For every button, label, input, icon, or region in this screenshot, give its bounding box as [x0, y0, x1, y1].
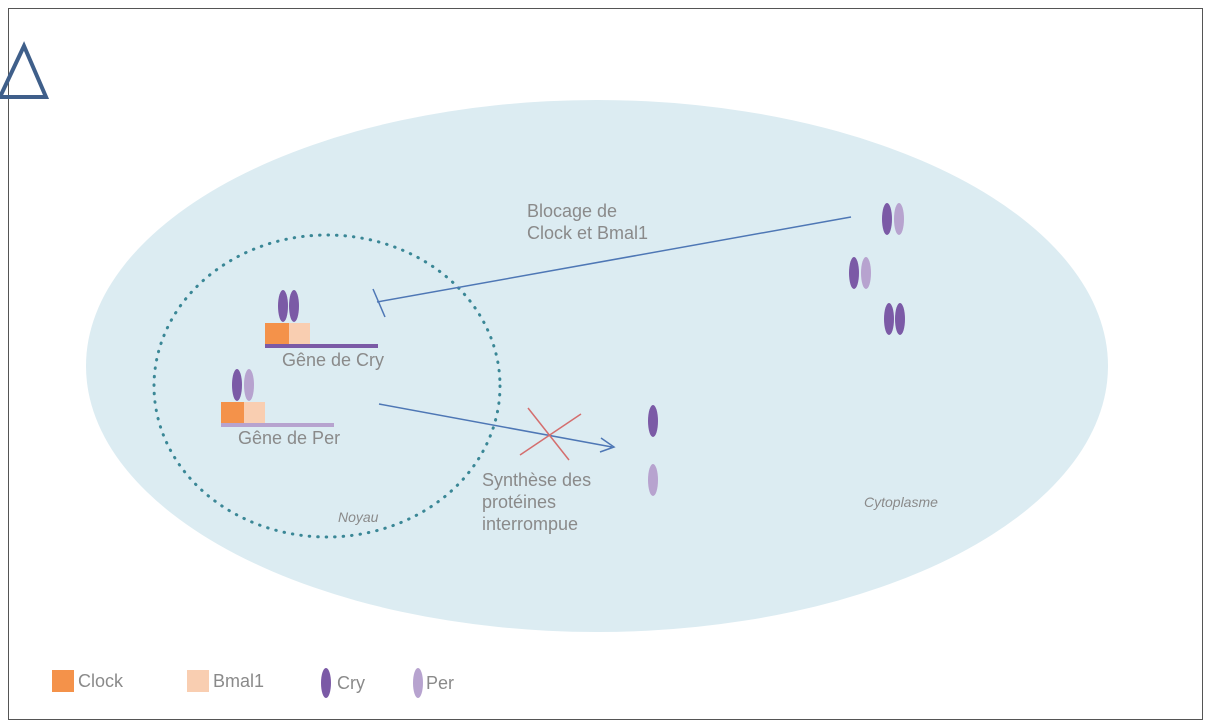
- free-cry-protein: [648, 405, 658, 437]
- cytoplasm-cry-protein-2: [849, 257, 859, 289]
- interruption-cross-line-2: [519, 413, 582, 456]
- inhibition-bar: [372, 288, 386, 318]
- synthesis-arrow-head: [599, 437, 616, 453]
- cry-gene-clock-block: [265, 323, 289, 345]
- warning-triangle-icon: [0, 41, 50, 99]
- synthesis-arrow-line: [378, 403, 613, 448]
- per-gene-clock-block: [221, 402, 244, 424]
- synthesis-interrupted-label: Synthèse des protéines interrompue: [482, 470, 592, 534]
- cry-gene-bound-cry-protein: [278, 290, 288, 322]
- per-gene-bound-per-protein: [244, 369, 254, 401]
- cytoplasm-per-protein-1: [894, 203, 904, 235]
- per-gene-bound-cry-protein: [232, 369, 242, 401]
- cry-gene-bmal1-block: [289, 323, 310, 345]
- cytoplasm-label: Cytoplasme: [864, 494, 938, 510]
- interruption-cross-line-1: [527, 407, 570, 461]
- free-per-protein: [648, 464, 658, 496]
- legend-bmal1-label: Bmal1: [213, 670, 265, 691]
- legend-cry: Cry: [321, 668, 365, 698]
- legend-per: Per: [413, 668, 454, 698]
- cytoplasm-cry-protein-3: [884, 303, 894, 335]
- cry-oval-icon: [321, 668, 331, 698]
- legend-per-label: Per: [426, 672, 455, 693]
- nucleus-boundary: [152, 233, 502, 539]
- gene-per-label: Gêne de Per: [238, 428, 341, 448]
- per-gene-bmal1-block: [244, 402, 265, 424]
- clock-swatch-icon: [52, 670, 74, 692]
- legend-clock-label: Clock: [78, 670, 124, 691]
- cytoplasm-cry-protein-4: [895, 303, 905, 335]
- nucleus-label: Noyau: [338, 509, 379, 525]
- blocking-label: Blocage de Clock et Bmal1: [527, 201, 649, 243]
- gene-cry-label: Gêne de Cry: [282, 350, 385, 370]
- bmal1-swatch-icon: [187, 670, 209, 692]
- legend-clock: Clock: [52, 670, 123, 692]
- cell-ellipse: [86, 100, 1108, 632]
- legend-cry-label: Cry: [337, 672, 365, 693]
- cytoplasm-cry-protein-1: [882, 203, 892, 235]
- per-oval-icon: [413, 668, 423, 698]
- cytoplasm-per-protein-2: [861, 257, 871, 289]
- legend-bmal1: Bmal1: [187, 670, 264, 692]
- cry-gene-bound-cry-protein-2: [289, 290, 299, 322]
- inhibition-line: [376, 216, 852, 303]
